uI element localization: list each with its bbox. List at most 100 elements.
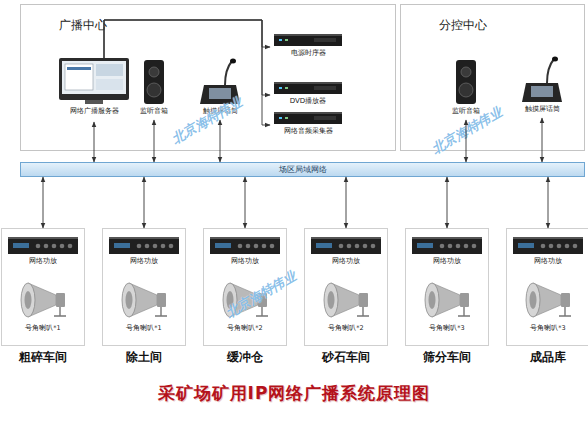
server-node: 网络广播服务器 [54, 58, 134, 122]
icon-part [530, 291, 537, 309]
icon-part [274, 82, 342, 94]
icon-part [456, 244, 461, 249]
icon-part [126, 291, 133, 309]
mic-node: 触摸屏话筒 [510, 56, 574, 118]
amp-icon [8, 237, 78, 254]
icon-part [169, 244, 174, 249]
icon-part [285, 117, 288, 119]
icon-part [460, 293, 469, 307]
network-connector [542, 118, 543, 162]
speaker-symbol [144, 60, 164, 104]
icon-part [328, 291, 335, 309]
amp-node: 网络功放 [109, 237, 179, 273]
amp-symbol [210, 237, 280, 254]
icon-part [246, 244, 251, 249]
network-connector [104, 20, 270, 58]
icon-part [274, 112, 342, 114]
icon-part [339, 244, 344, 249]
workshop-name: 筛分车间 [406, 349, 488, 366]
device-label: 号角喇叭*1 [126, 324, 161, 333]
icon-part [357, 307, 369, 316]
device-label: 号角喇叭*2 [328, 324, 363, 333]
horn-node: 号角喇叭*1 [8, 278, 78, 340]
icon-part [114, 243, 130, 248]
amp-symbol [412, 237, 482, 254]
icon-part [355, 244, 360, 249]
rack-node: DVD播放器 [270, 82, 346, 108]
icon-part [412, 237, 482, 254]
network-connector [43, 177, 44, 228]
icon-part [8, 237, 78, 239]
icon-part [458, 307, 470, 316]
amp-node: 网络功放 [8, 237, 78, 273]
icon-part [522, 83, 562, 102]
icon-part [60, 244, 65, 249]
rack-node: 网络音频采集器 [270, 112, 346, 138]
icon-part [153, 244, 158, 249]
icon-part [44, 244, 49, 249]
icon-part [109, 237, 179, 254]
icon-part [149, 67, 159, 77]
icon-part [565, 244, 570, 249]
icon-part [347, 244, 352, 249]
icon-part [425, 283, 439, 317]
box-node: 筛分车间网络功放号角喇叭*3 [405, 228, 489, 346]
icon-part [459, 83, 473, 97]
icon-part [230, 59, 236, 64]
icon-part [54, 307, 66, 316]
icon-part [256, 307, 268, 316]
icon-part [36, 244, 41, 249]
network-connector [104, 20, 270, 125]
speaker-node: 监听音箱 [446, 60, 486, 120]
workshop-name: 缓冲仓 [204, 349, 286, 366]
device-label: 触摸屏话筒 [525, 104, 560, 114]
icon-part [59, 58, 129, 100]
device-label: 电源时序器 [291, 48, 326, 58]
icon-part [429, 291, 436, 309]
icon-part [440, 244, 445, 249]
rack-icon [274, 82, 342, 94]
mic-symbol [522, 57, 562, 103]
horn-symbol [425, 283, 470, 317]
device-label: 号角喇叭*3 [530, 324, 565, 333]
icon-part [279, 117, 282, 119]
icon-part [316, 243, 332, 248]
workshop-name: 除土间 [103, 349, 185, 366]
horn-icon [14, 278, 72, 322]
device-label: 网络功放 [433, 256, 461, 266]
device-label: DVD播放器 [290, 96, 326, 106]
icon-part [270, 244, 275, 249]
icon-part [311, 237, 381, 239]
icon-part [456, 60, 476, 104]
device-label: 网络功放 [130, 256, 158, 266]
icon-part [559, 307, 571, 316]
icon-part [161, 244, 166, 249]
box-node: 砂石车间网络功放号角喇叭*2 [304, 228, 388, 346]
icon-part [461, 67, 471, 77]
rack-symbol [274, 112, 342, 124]
icon-part [96, 79, 123, 90]
icon-part [417, 243, 433, 248]
amp-symbol [8, 237, 78, 254]
icon-part [274, 34, 342, 46]
amp-node: 网络功放 [210, 237, 280, 273]
diagram-caption: 采矿场矿用IP网络广播系统原理图 [0, 382, 588, 405]
icon-part [157, 293, 166, 307]
icon-part [314, 86, 336, 90]
icon-part [285, 87, 288, 89]
amp-icon [109, 237, 179, 254]
icon-part [68, 244, 73, 249]
network-connector [548, 177, 549, 228]
device-label: 网络功放 [332, 256, 360, 266]
amp-symbol [109, 237, 179, 254]
icon-part [314, 38, 336, 42]
icon-part [552, 57, 558, 62]
rack-symbol [274, 82, 342, 94]
device-label: 网络功放 [29, 256, 57, 266]
horn-symbol [122, 283, 167, 317]
amp-node: 网络功放 [513, 237, 583, 273]
icon-part [109, 237, 179, 239]
network-connector [346, 177, 347, 228]
